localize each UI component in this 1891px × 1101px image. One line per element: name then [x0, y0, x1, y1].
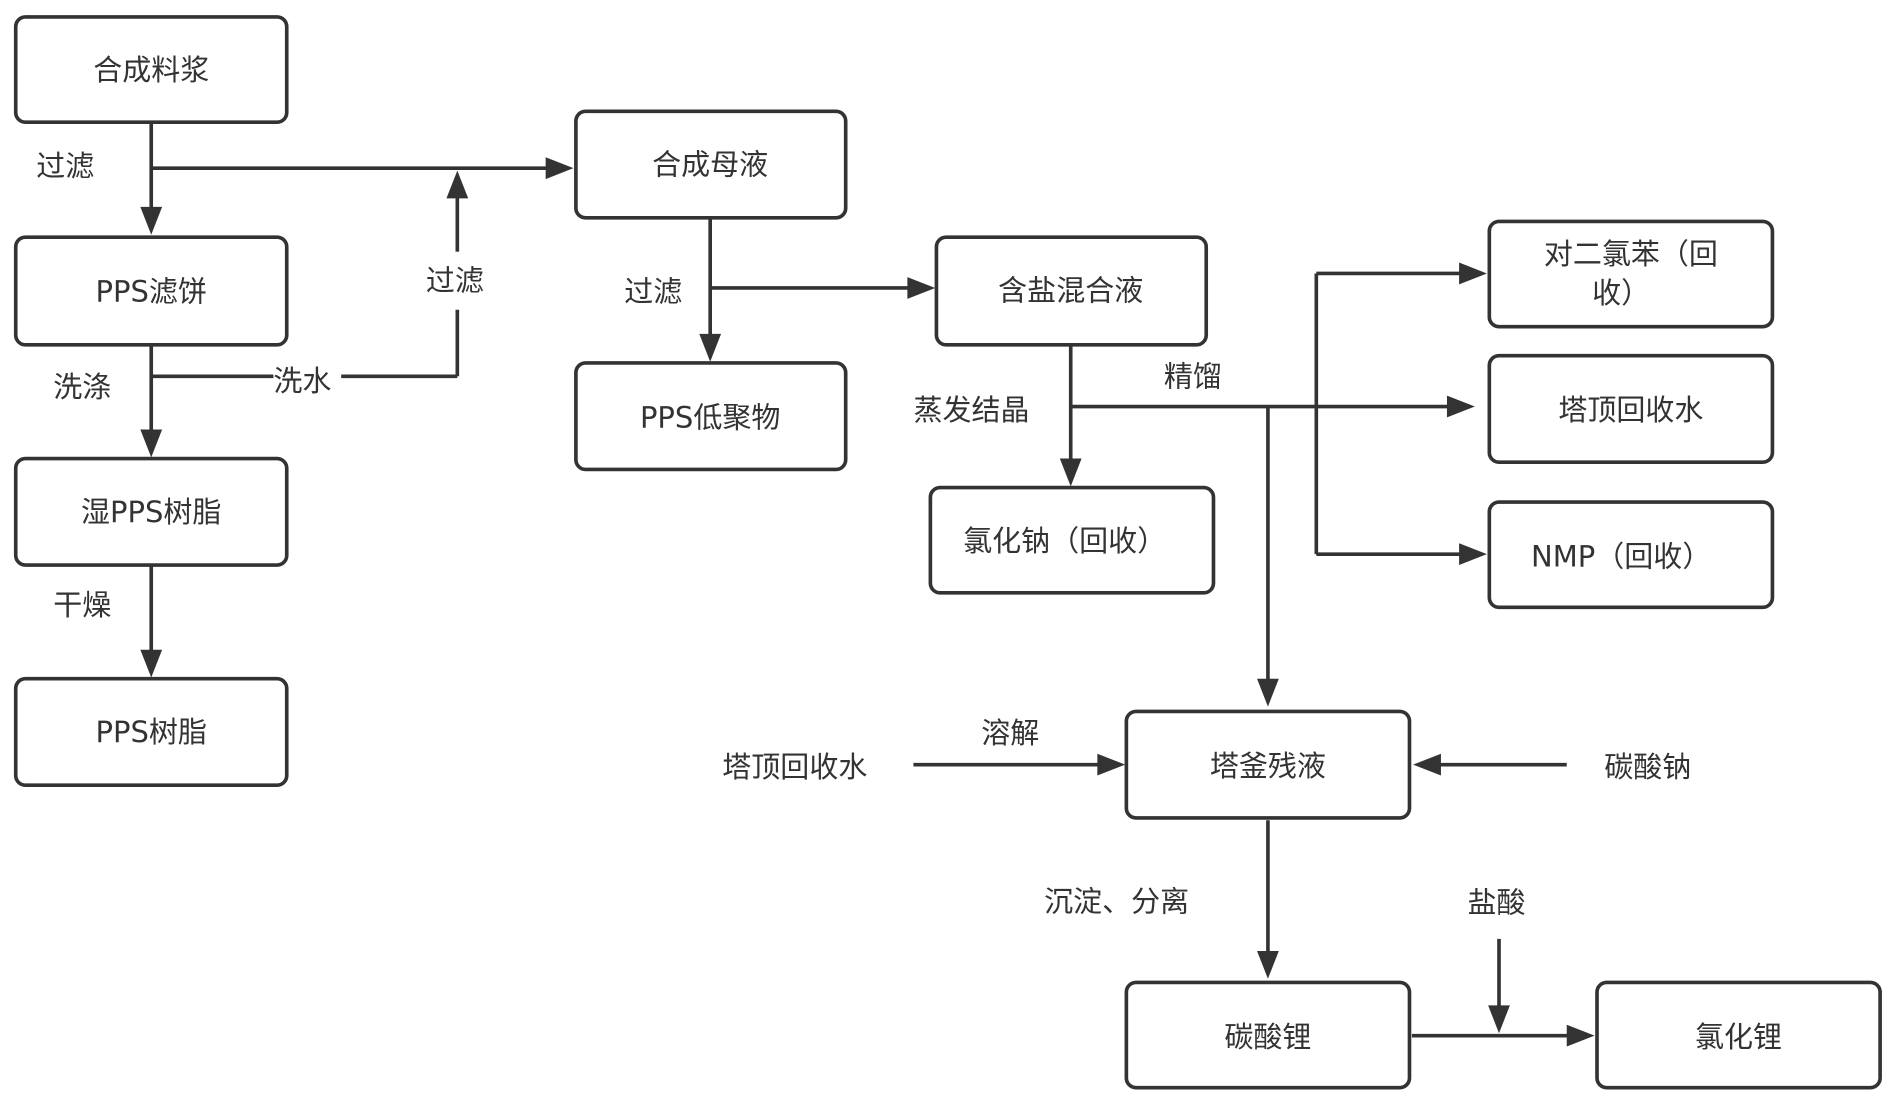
arrowhead [699, 334, 721, 362]
node-label-line1: 对二氯苯（回 [1544, 237, 1718, 271]
node-lithium-carbonate: 碳酸锂 [1126, 982, 1409, 1087]
arrowhead [140, 207, 162, 235]
arrowhead [546, 157, 574, 179]
arrowhead [446, 171, 468, 199]
node-pps-oligomer: PPS低聚物 [576, 363, 846, 469]
arrowhead [1097, 754, 1125, 776]
label-filter-3: 过滤 [624, 275, 682, 309]
arrowhead [1447, 396, 1475, 418]
node-label: 碳酸锂 [1224, 1020, 1311, 1054]
label-wash-water: 洗水 [273, 364, 331, 398]
node-lithium-chloride: 氯化锂 [1597, 982, 1880, 1087]
node-synthesis-mother-liquor: 合成母液 [576, 111, 846, 217]
label-dissolve: 溶解 [981, 716, 1039, 750]
label-rectification: 精馏 [1164, 359, 1222, 393]
arrowhead [1413, 754, 1441, 776]
node-label: 含盐混合液 [998, 273, 1143, 307]
node-label: 氯化锂 [1695, 1020, 1782, 1054]
node-synthesis-slurry: 合成料浆 [16, 17, 287, 122]
label-evaporation-crystallization: 蒸发结晶 [913, 393, 1029, 427]
label-sodium-carbonate: 碳酸钠 [1604, 750, 1691, 784]
node-pps-resin: PPS树脂 [16, 679, 287, 785]
arrowhead [1257, 679, 1279, 707]
label-dry: 干燥 [53, 588, 111, 622]
node-nmp: NMP（回收） [1489, 502, 1772, 607]
node-label: 氯化钠（回收） [963, 524, 1166, 558]
node-p-dichlorobenzene: 对二氯苯（回 收） [1489, 221, 1772, 326]
arrowhead [140, 650, 162, 678]
label-filter-2: 过滤 [426, 264, 484, 298]
arrowhead [1257, 951, 1279, 979]
node-label: PPS树脂 [96, 715, 207, 749]
label-tower-top-water-input: 塔顶回收水 [722, 750, 867, 784]
label-wash: 洗涤 [53, 370, 111, 404]
arrowhead [1459, 543, 1487, 565]
node-label: 塔顶回收水 [1558, 393, 1703, 427]
node-label: NMP（回收） [1531, 540, 1711, 574]
node-pps-filter-cake: PPS滤饼 [16, 237, 287, 345]
node-wet-pps-resin: 湿PPS树脂 [16, 459, 287, 565]
arrowhead [140, 430, 162, 458]
arrowhead [907, 277, 935, 299]
arrowhead [1488, 1005, 1510, 1033]
label-filter-1: 过滤 [36, 149, 94, 183]
node-label: 塔釜残液 [1210, 749, 1326, 783]
node-salt-mixed-liquid: 含盐混合液 [936, 237, 1206, 345]
node-label: 合成料浆 [93, 53, 209, 87]
node-sodium-chloride: 氯化钠（回收） [930, 488, 1213, 593]
node-tower-bottom-residue: 塔釜残液 [1126, 711, 1409, 817]
label-precipitation-separation: 沉淀、分离 [1044, 884, 1189, 918]
node-tower-top-water: 塔顶回收水 [1489, 356, 1772, 462]
arrowhead [1567, 1025, 1595, 1047]
node-label: 合成母液 [652, 148, 768, 182]
node-label-line2: 收） [1592, 276, 1650, 310]
node-label: PPS滤饼 [96, 275, 207, 309]
node-label: 湿PPS树脂 [81, 495, 221, 529]
arrowhead [1060, 459, 1082, 487]
arrowhead [1459, 263, 1487, 285]
node-label: PPS低聚物 [640, 400, 780, 434]
edges [140, 122, 1594, 1046]
label-hydrochloric-acid: 盐酸 [1468, 886, 1526, 920]
